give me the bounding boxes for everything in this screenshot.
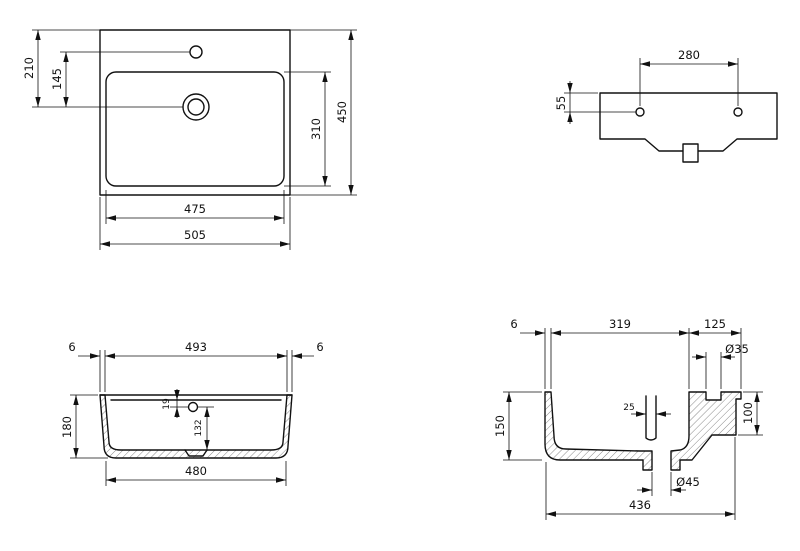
- dim-dia45-label: Ø45: [676, 475, 700, 489]
- side-section-back-material: [670, 391, 742, 471]
- plan-outer-outline: [99, 29, 291, 196]
- dim-100-label: 100: [741, 402, 755, 424]
- side-tap-hole-cut: [705, 391, 722, 401]
- dim-55-label: 55: [554, 96, 568, 111]
- dim-210-label: 210: [22, 57, 36, 79]
- dim-450-label: 450: [335, 101, 349, 123]
- plan-drain-inner: [187, 98, 205, 116]
- plan-drain-outer: [182, 93, 210, 121]
- side-overflow-channel: [645, 395, 657, 441]
- front-drain-recess: [184, 449, 208, 457]
- dim-493-label: 493: [185, 340, 207, 354]
- back-mount-hole-left: [635, 107, 645, 117]
- back-mount-hole-right: [733, 107, 743, 117]
- back-outline: [599, 92, 778, 152]
- dim-319-label: 319: [609, 317, 631, 331]
- dim-436-label: 436: [629, 498, 651, 512]
- front-overflow-hole: [187, 401, 199, 413]
- plan-tap-hole: [189, 45, 203, 59]
- front-section-dimensions: 493 6 6 180 19 132 480: [60, 340, 324, 486]
- plan-basin-outline: [105, 71, 285, 187]
- side-section-front-material: [544, 391, 653, 471]
- dim-6-left-label: 6: [68, 340, 75, 354]
- side-section-view: 6 319 125 Ø35 150 100 25 Ø45 436: [493, 317, 763, 520]
- dim-132-label: 132: [194, 419, 204, 436]
- dim-6-right-label: 6: [316, 340, 323, 354]
- back-view: 280 55: [554, 48, 778, 163]
- dim-480-label: 480: [185, 464, 207, 478]
- dim-475-label: 475: [184, 202, 206, 216]
- dim-19-label: 19: [162, 398, 172, 410]
- dim-310-label: 310: [309, 118, 323, 140]
- front-section-view: 493 6 6 180 19 132 480: [60, 340, 324, 486]
- back-dimensions: 280 55: [554, 48, 739, 124]
- dim-6-wall-label: 6: [510, 317, 517, 331]
- back-drain-outlet: [682, 143, 699, 163]
- side-section-dimensions: 6 319 125 Ø35 150 100 25 Ø45 436: [493, 317, 763, 520]
- dim-25-label: 25: [623, 403, 634, 413]
- dim-280-label: 280: [678, 48, 700, 62]
- plan-dimensions: 210 145 310 450 475 505: [22, 29, 357, 250]
- dim-180-label: 180: [60, 416, 74, 438]
- dim-125-label: 125: [704, 317, 726, 331]
- dim-145-label: 145: [50, 68, 64, 90]
- dim-150-label: 150: [493, 415, 507, 437]
- plan-view: 210 145 310 450 475 505: [22, 29, 357, 250]
- dim-505-label: 505: [184, 228, 206, 242]
- dim-dia35-label: Ø35: [725, 342, 749, 356]
